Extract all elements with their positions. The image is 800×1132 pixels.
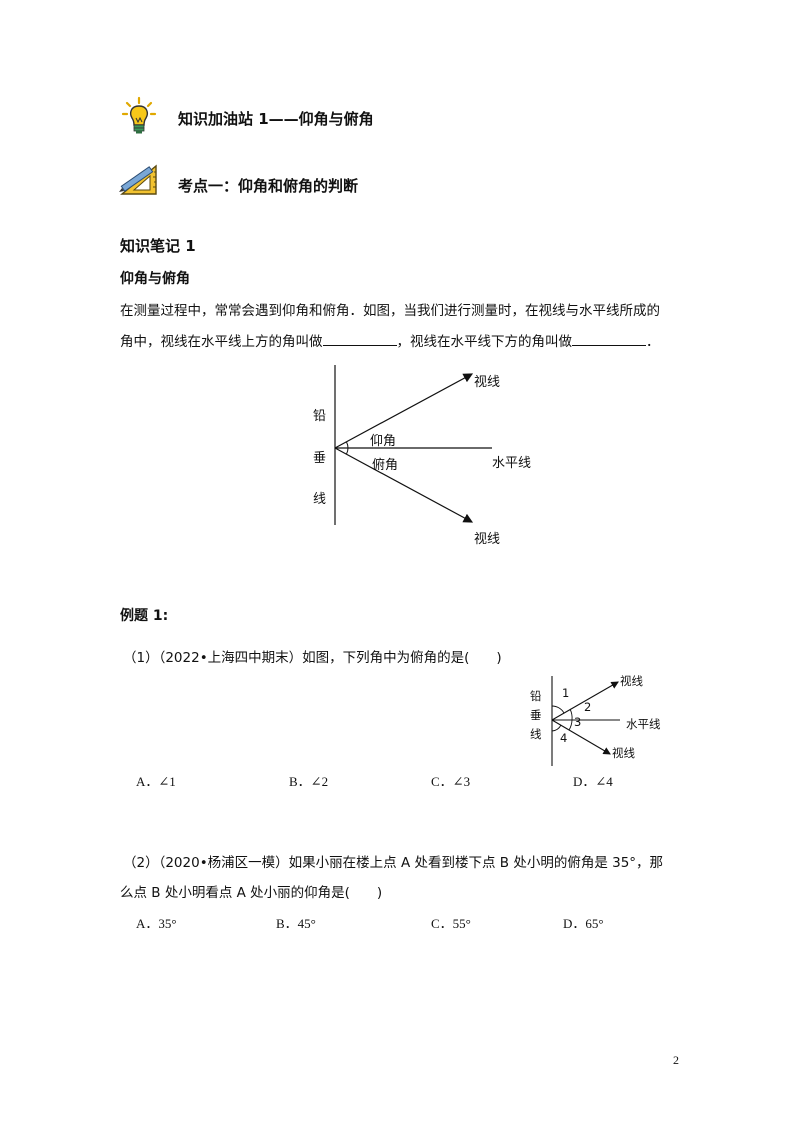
sight-label-lower: 视线 xyxy=(474,532,501,547)
angle-question-diagram xyxy=(528,668,698,770)
depression-arc xyxy=(346,447,349,455)
sight-label-upper: 视线 xyxy=(474,375,501,390)
plumb-label-char-3: 线 xyxy=(313,492,327,507)
q1-option-d: D．∠4 xyxy=(573,774,613,789)
q1-option-b: B．∠2 xyxy=(289,774,329,789)
angle-arc-mid xyxy=(569,708,573,721)
elevation-angle-label: 仰角 xyxy=(370,434,397,449)
angle-label-1: 1 xyxy=(562,686,570,700)
angle-arc-upper xyxy=(551,705,565,714)
depression-angle-label: 俯角 xyxy=(372,458,399,473)
elevation-arc xyxy=(346,441,349,449)
section-title: 知识加油站 1——仰角与俯角 xyxy=(178,110,374,128)
plumb-label-char-1: 铅 xyxy=(313,409,327,424)
note-title: 知识笔记 1 xyxy=(120,237,196,255)
plumb2-char-3: 线 xyxy=(530,727,542,741)
topic-title: 考点一：仰角和俯角的判断 xyxy=(178,177,359,195)
upper-sight-line-2 xyxy=(551,681,619,721)
horizontal-label: 水平线 xyxy=(492,456,532,471)
paragraph-line-2: 角中，视线在水平线上方的角叫做 ，视线在水平线下方的角叫做 ． xyxy=(120,330,660,350)
subheading: 仰角与俯角 xyxy=(120,271,190,287)
question-2-stem-line-2: 么点 B 处小明看点 A 处小丽的仰角是( ) xyxy=(120,885,383,901)
plumb2-char-1: 铅 xyxy=(530,689,542,703)
ruler-pencil-icon xyxy=(118,162,162,198)
paragraph-line-1: 在测量过程中，常常会遇到仰角和俯角．如图，当我们进行测量时，在视线与水平线所成的 xyxy=(120,303,660,319)
sight2-label-lower: 视线 xyxy=(612,746,635,760)
q2-option-a: A．35° xyxy=(136,916,177,931)
question-1-stem: （1）（2022•上海四中期末）如图，下列角中为俯角的是( ) xyxy=(123,650,502,666)
angle-label-3: 3 xyxy=(574,715,582,729)
answer-blank-2 xyxy=(572,333,646,346)
q2-option-b: B．45° xyxy=(276,916,316,931)
sight2-label-upper: 视线 xyxy=(620,674,643,688)
q2-option-d: D．65° xyxy=(563,916,604,931)
plumb2-char-2: 垂 xyxy=(530,708,542,722)
angle-label-2: 2 xyxy=(584,700,592,714)
example-title: 例题 1: xyxy=(120,608,169,624)
angle-arc-low xyxy=(568,719,573,731)
lower-sight-line xyxy=(334,447,474,523)
elevation-depression-diagram xyxy=(300,360,560,560)
horizontal2-label: 水平线 xyxy=(626,717,661,731)
angle-arc-bottom xyxy=(551,724,562,732)
q1-option-c: C．∠3 xyxy=(431,774,471,789)
lightbulb-icon xyxy=(120,96,158,136)
q1-option-a: A．∠1 xyxy=(136,774,176,789)
answer-blank-1 xyxy=(322,333,397,346)
upper-sight-line xyxy=(334,373,474,449)
question-2-stem-line-1: （2）（2020•杨浦区一模）如果小丽在楼上点 A 处看到楼下点 B 处小明的俯… xyxy=(123,855,664,871)
paragraph-line-2-a: 角中，视线在水平线上方的角叫做 xyxy=(120,334,323,350)
paragraph-line-2-b: ，视线在水平线下方的角叫做 xyxy=(396,334,573,350)
paragraph-line-2-c: ． xyxy=(646,334,660,350)
plumb-label-char-2: 垂 xyxy=(313,451,327,466)
angle-label-4: 4 xyxy=(560,731,568,745)
page-number: 2 xyxy=(673,1053,679,1067)
lower-sight-line-2 xyxy=(551,719,611,755)
q2-option-c: C．55° xyxy=(431,916,471,931)
